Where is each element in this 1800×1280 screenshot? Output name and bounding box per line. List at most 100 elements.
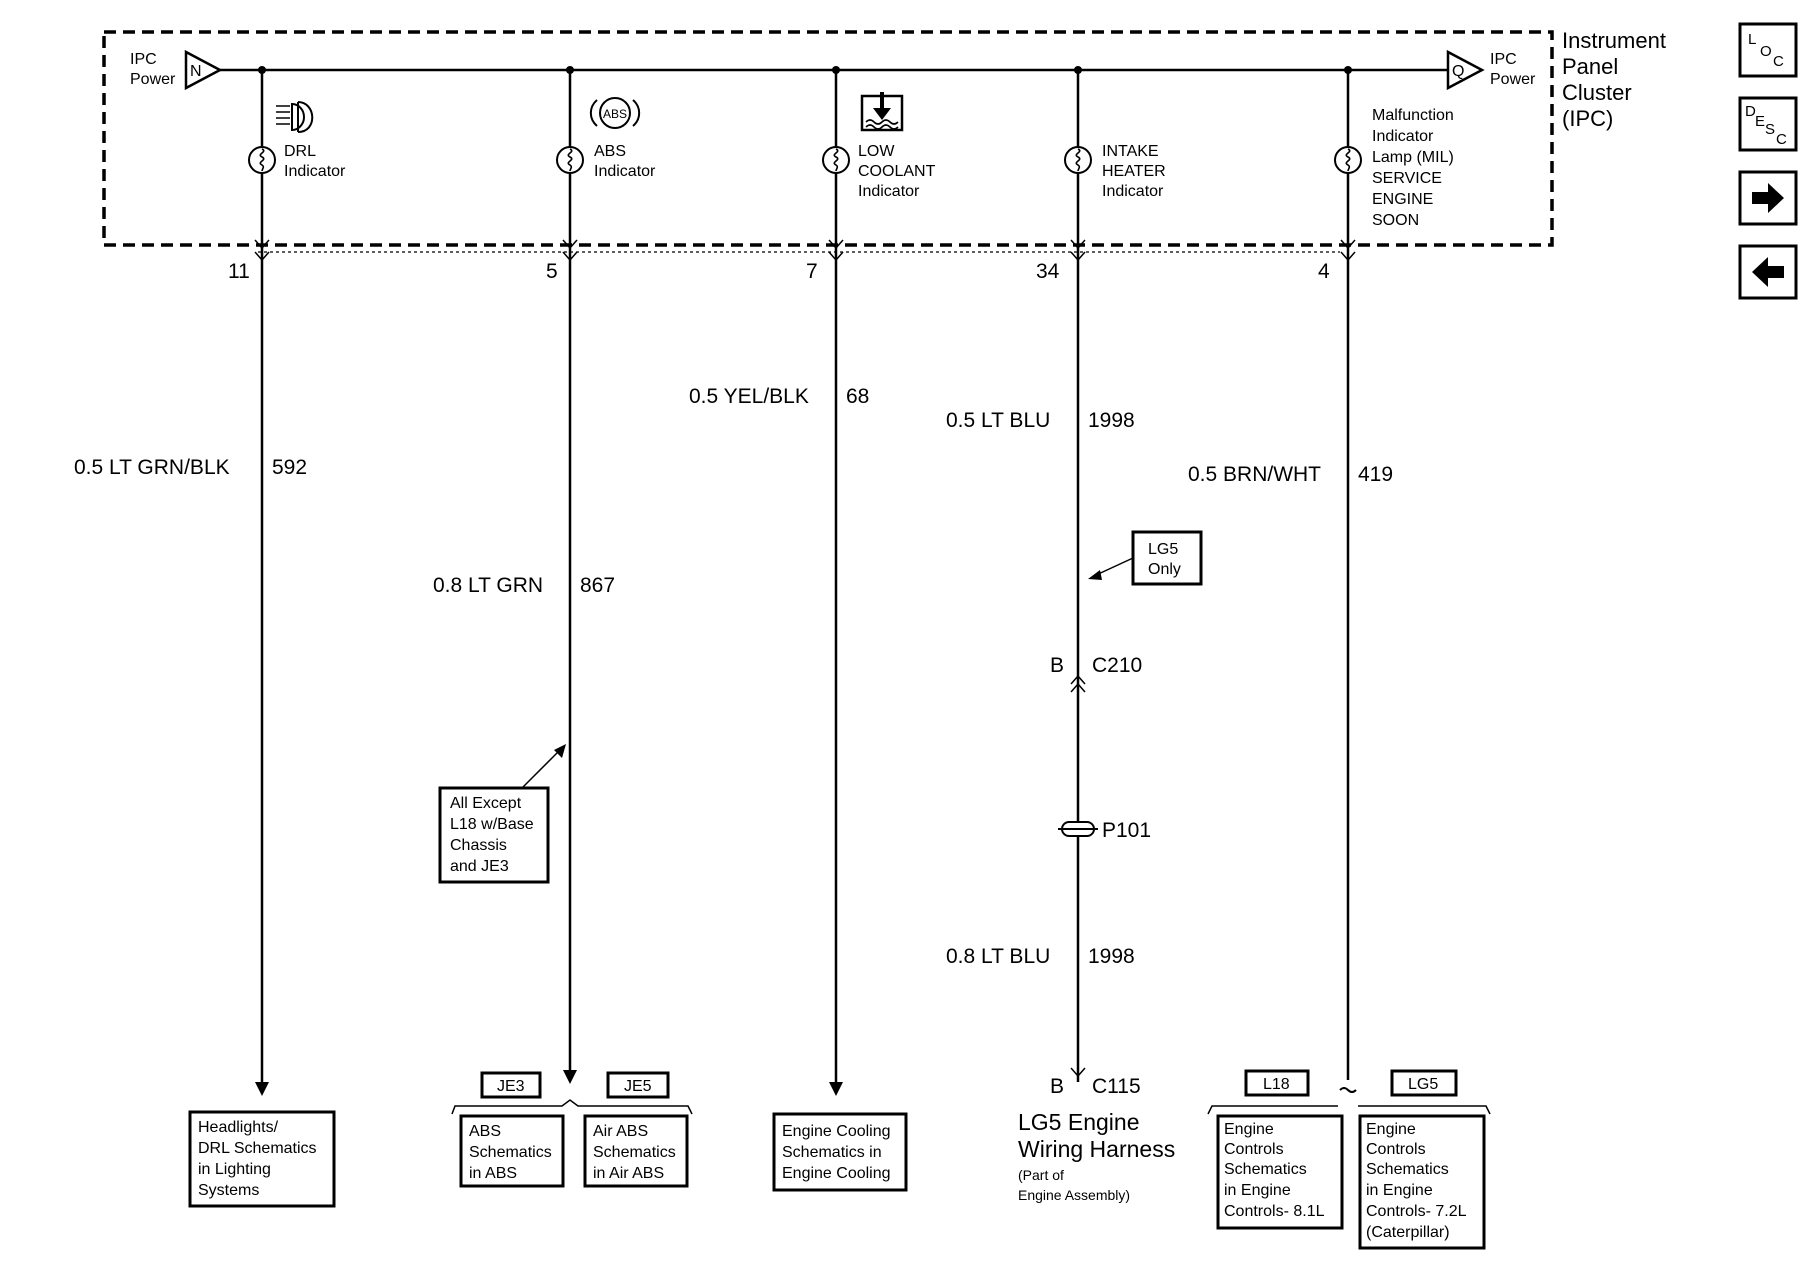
dest-engine-72-line-1: Engine — [1366, 1121, 1416, 1138]
low-coolant-icon — [860, 92, 904, 132]
tag-l18-text: L18 — [1263, 1076, 1290, 1093]
drl-label-1: DRL — [284, 143, 316, 160]
mil-label-5: ENGINE — [1372, 191, 1433, 208]
power-source-n-symbol — [184, 49, 223, 91]
engine-options: L18 LG5 — [1207, 1069, 1491, 1115]
drl-label-2: Indicator — [284, 163, 346, 180]
branch-intake-heater: INTAKE HEATER Indicator 34 0.5 LT BLU 19… — [946, 66, 1203, 1098]
mil-label-3: Lamp (MIL) — [1372, 149, 1454, 166]
dest-engine-72-line-4: in Engine — [1366, 1182, 1433, 1199]
dest-cooling-box[interactable] — [772, 1112, 908, 1192]
pin-chevron — [1070, 251, 1086, 262]
desc-letter-e: E — [1755, 113, 1765, 130]
dest-air-abs-box[interactable] — [583, 1114, 689, 1188]
branch-low-coolant: LOW COOLANT Indicator 7 0.5 YEL/BLK 68 — [689, 66, 936, 1096]
c115-name: C115 — [1092, 1075, 1141, 1098]
drl-headlamp-icon — [276, 101, 314, 133]
c210-chevron — [1070, 682, 1086, 693]
desc-button-frame[interactable] — [1738, 96, 1798, 152]
ipc-power-right-label-2: Power — [1490, 71, 1536, 88]
ipc-power-right: Q IPC Power — [1446, 49, 1536, 91]
note-all-except-line-3: Chassis — [450, 837, 507, 854]
abs-label-1: ABS — [594, 143, 626, 160]
low-coolant-wire-color: 0.5 YEL/BLK — [689, 385, 809, 408]
note-lg5-only — [1131, 530, 1203, 586]
loc-button[interactable]: L O C — [1738, 22, 1798, 78]
desc-button[interactable]: D E S C — [1738, 96, 1798, 152]
pin-chevron — [562, 239, 578, 250]
desc-letter-d: D — [1745, 103, 1756, 120]
loc-letter-c: C — [1773, 53, 1784, 70]
abs-wire-color: 0.8 LT GRN — [433, 574, 543, 597]
dest-abs-schematics[interactable]: ABS Schematics in ABS — [459, 1114, 565, 1188]
loc-letter-l: L — [1748, 31, 1756, 48]
next-page-button[interactable] — [1738, 170, 1798, 226]
desc-letter-s: S — [1765, 121, 1775, 138]
drl-circuit: 592 — [272, 456, 307, 479]
dest-engine-72-box[interactable] — [1358, 1114, 1486, 1250]
dest-air-abs-line-2: Schematics — [593, 1144, 676, 1161]
dest-cooling-line-2: Schematics in — [782, 1144, 882, 1161]
dest-drl-box[interactable] — [188, 1110, 336, 1208]
c115-pin: B — [1050, 1075, 1064, 1098]
intake-heater-wire-color: 0.5 LT BLU — [946, 409, 1050, 432]
arrow-left-icon — [1752, 257, 1784, 287]
dest-drl-schematics[interactable]: Headlights/ DRL Schematics in Lighting S… — [188, 1110, 336, 1208]
desc-letter-c: C — [1776, 131, 1787, 148]
arrow-down — [255, 1082, 269, 1096]
branch-abs: ABS ABS Indicator 5 0.8 LT GRN 867 — [433, 66, 656, 1084]
note-lg5-only-line-2: Only — [1148, 561, 1181, 578]
pin-chevron — [828, 239, 844, 250]
lower-wire-color: 0.8 LT BLU — [946, 945, 1050, 968]
tag-lg5 — [1390, 1069, 1458, 1097]
loc-button-frame[interactable] — [1738, 22, 1798, 78]
branch-mil: Malfunction Indicator Lamp (MIL) SERVICE… — [1188, 66, 1454, 1093]
abs-options: JE3 JE5 — [451, 1071, 693, 1115]
ipc-title-line-4: (IPC) — [1562, 106, 1613, 131]
abs-label-2: Indicator — [594, 163, 656, 180]
dest-engine-cooling-schematics[interactable]: Engine Cooling Schematics in Engine Cool… — [772, 1112, 908, 1192]
ipc-title-line-2: Panel — [1562, 54, 1618, 79]
loc-letter-o: O — [1760, 43, 1772, 60]
dest-abs-box[interactable] — [459, 1114, 565, 1188]
c115-chevron — [1070, 1067, 1086, 1078]
pin-chevron — [254, 239, 270, 250]
ipc-power-left-label-1: IPC — [130, 51, 157, 68]
ipc-power-left: IPC Power N — [130, 49, 223, 91]
dest-engine-controls-8-1l[interactable]: Engine Controls Schematics in Engine Con… — [1216, 1114, 1344, 1230]
dest-engine-81-box[interactable] — [1216, 1114, 1344, 1230]
abs-pin: 5 — [546, 260, 558, 283]
dest-air-abs-line-3: in Air ABS — [593, 1165, 664, 1182]
note-lg5-only-line-1: LG5 — [1148, 541, 1178, 558]
prev-page-button[interactable] — [1738, 244, 1798, 300]
dest-abs-line-1: ABS — [469, 1123, 501, 1140]
tag-je5 — [606, 1071, 670, 1099]
c210-name: C210 — [1092, 654, 1142, 677]
arrow-right-icon — [1752, 183, 1784, 213]
dest-engine-72-line-5: Controls- 7.2L — [1366, 1203, 1467, 1220]
dest-engine-controls-7-2l[interactable]: Engine Controls Schematics in Engine Con… — [1358, 1114, 1486, 1250]
note-all-except-box — [438, 786, 550, 884]
ipc-power-left-label-2: Power — [130, 71, 176, 88]
dest-cooling-line-1: Engine Cooling — [782, 1123, 891, 1140]
tag-lg5-text: LG5 — [1408, 1076, 1438, 1093]
indicator-lamp-symbol — [556, 146, 584, 174]
note-all-except-line-1: All Except — [450, 795, 522, 812]
pin-chevron — [254, 251, 270, 262]
arrow-down — [563, 1070, 577, 1084]
low-coolant-label-3: Indicator — [858, 183, 920, 200]
dest-abs-line-3: in ABS — [469, 1165, 517, 1182]
pin-chevron — [1340, 239, 1356, 250]
pin-chevron — [1340, 251, 1356, 262]
mil-circuit: 419 — [1358, 463, 1393, 486]
low-coolant-pin: 7 — [806, 260, 818, 283]
dest-drl-line-3: in Lighting — [198, 1161, 271, 1178]
note-all-except-line-4: and JE3 — [450, 858, 509, 875]
p101-name: P101 — [1102, 819, 1151, 842]
note-leader-arrow — [1088, 570, 1102, 580]
dest-air-abs-schematics[interactable]: Air ABS Schematics in Air ABS — [583, 1114, 689, 1188]
intake-heater-label-1: INTAKE — [1102, 143, 1159, 160]
note-all-except: All Except L18 w/Base Chassis and JE3 — [438, 744, 566, 884]
c210-chevron — [1070, 674, 1086, 685]
